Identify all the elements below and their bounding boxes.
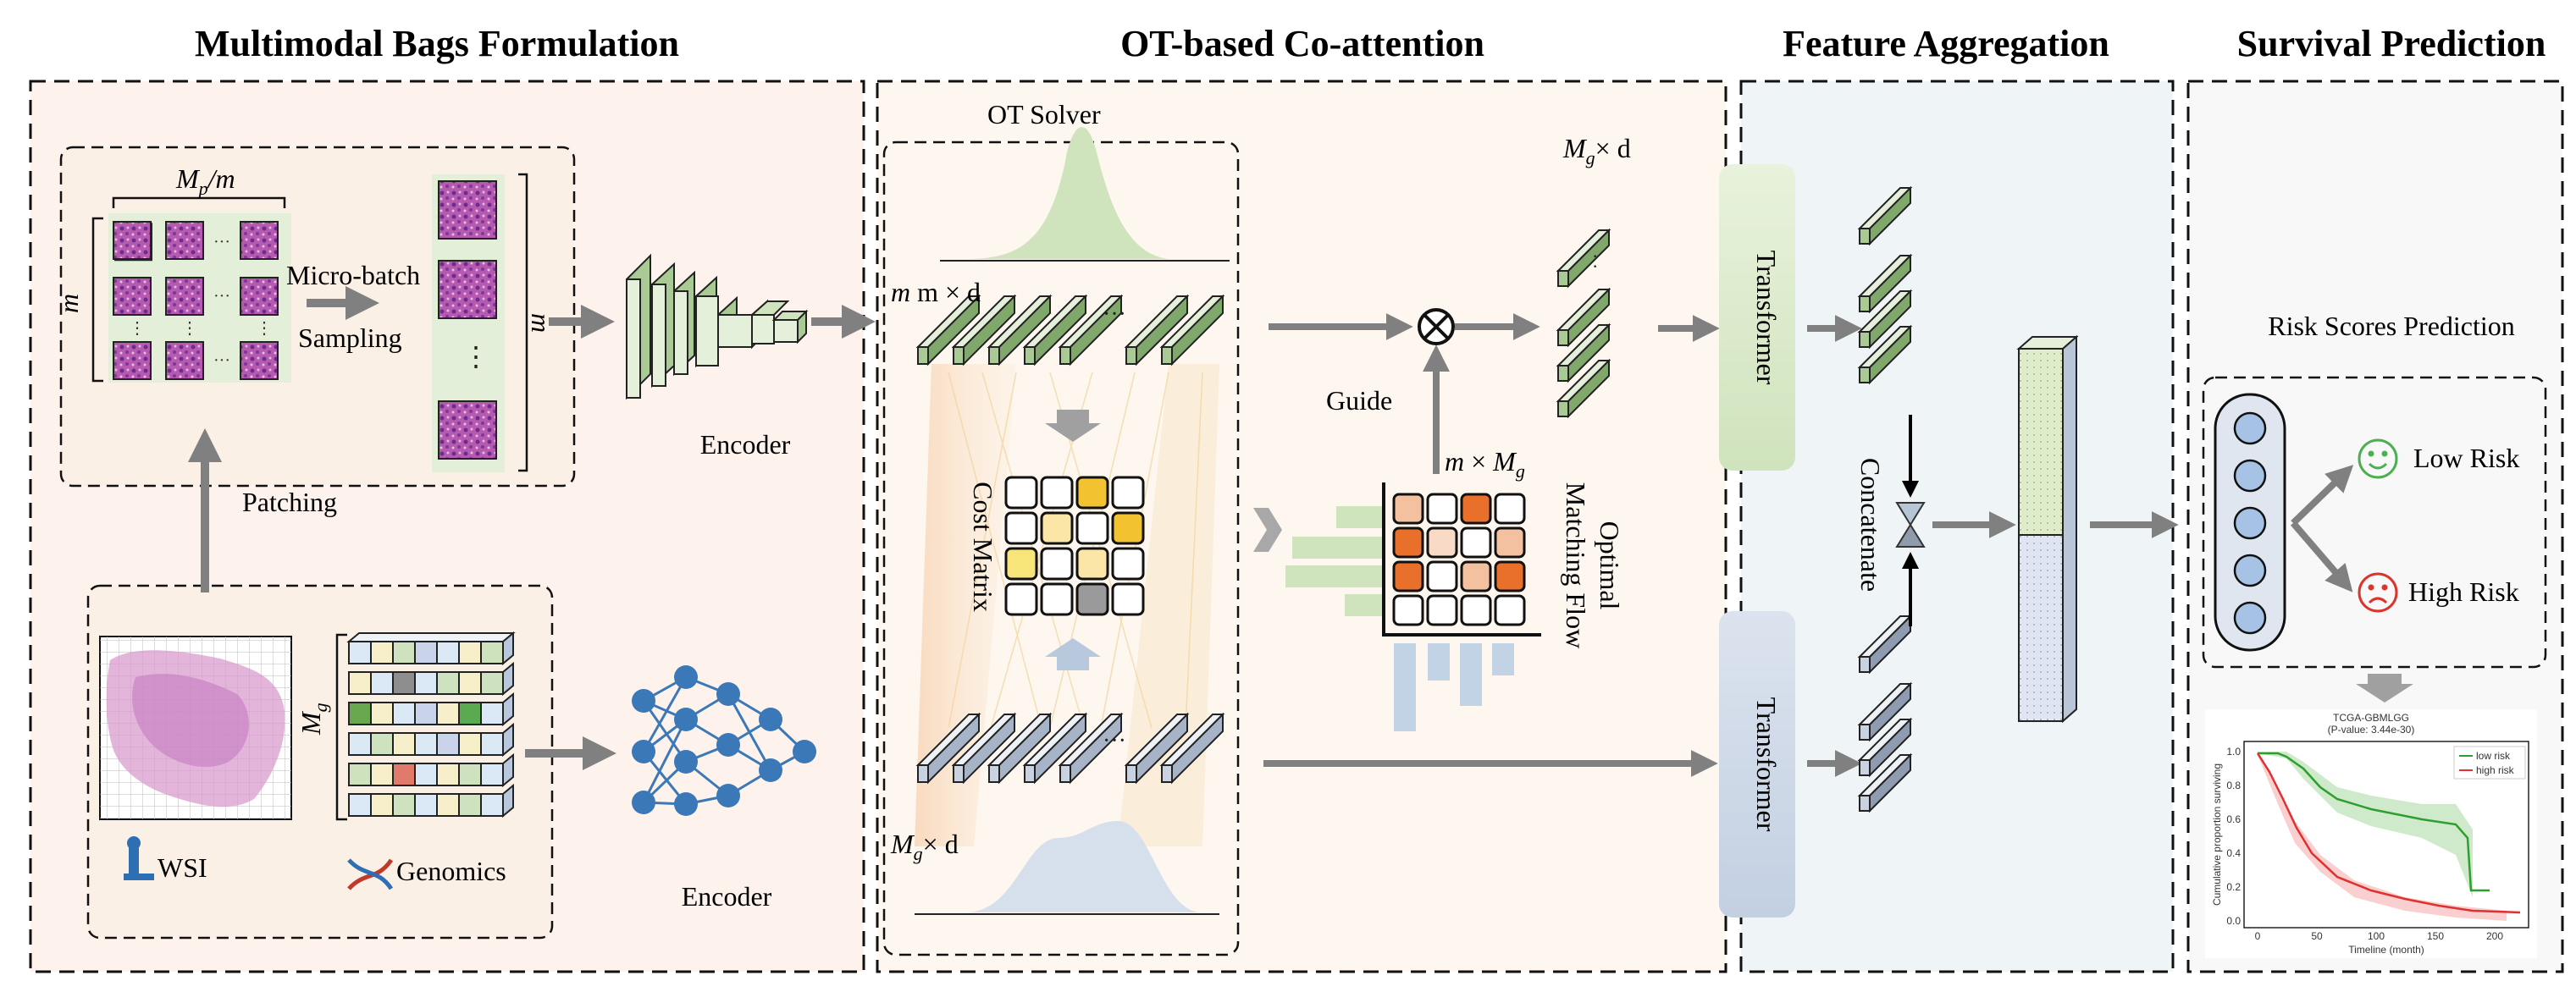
smile-icon [2358,438,2398,479]
label-mp-over-m: Mp/m [175,163,235,199]
km-xtick: 200 [2486,930,2503,942]
label-risk-scores: Risk Scores Prediction [2268,311,2515,341]
arrow-low-risk [2291,465,2354,526]
distribution-top [965,127,1169,259]
label-encoder-top: Encoder [700,429,791,460]
label-matching-flow: Matching Flow [1561,482,1591,648]
label-transformer-bottom: Transformer [1751,697,1782,832]
risk-box [2202,376,2547,669]
arrow-down-cost [1045,410,1101,442]
svg-text:·: · [1592,245,1598,267]
transformer-bottom [1719,611,1795,918]
concat-icon [1895,502,1926,548]
risk-score-neurons [2214,393,2286,652]
wsi-image [99,636,292,820]
km-plot: TCGA-GBMLGG (P-value: 3.44e-30) 1.0 0.8 … [2205,709,2537,958]
label-m-left: m [53,294,84,313]
sampled-patches: ⋮ [432,174,505,472]
svg-text:···: ··· [213,287,230,306]
label-wsi: WSI [158,852,207,883]
brace-top [112,196,286,208]
label-guide: Guide [1326,385,1392,416]
dna-icon [347,858,394,890]
km-xtick: 50 [2311,930,2323,942]
label-ot-solver: OT Solver [987,99,1101,130]
flow-axes [1382,482,1541,637]
km-xtick: 100 [2368,930,2385,942]
frown-icon [2358,572,2398,613]
brace-right [518,173,528,472]
brace-genomics [335,633,347,821]
km-ytick: 0.0 [2226,915,2241,927]
label-cost-matrix: Cost Matrix [968,482,998,612]
label-concatenate: Concatenate [1855,458,1886,592]
label-m-x-d: m m × d [891,277,981,307]
label-high-risk: High Risk [2408,576,2519,607]
snn-encoder [632,665,816,816]
label-optimal: Optimal [1595,521,1625,610]
distribution-bottom [965,821,1202,912]
transformer-top [1719,164,1795,471]
arrow-to-flow [1253,508,1282,552]
arrow-up-cost [1045,638,1101,670]
fan-left [915,364,1016,846]
label-low-risk: Low Risk [2413,443,2519,473]
section-title-survival: Survival Prediction [2237,23,2546,64]
label-transformer-top: Transformer [1751,251,1782,385]
svg-text:⋮: ⋮ [256,319,273,338]
arrow-to-km [2356,674,2413,703]
label-mg: Mg [296,703,331,736]
km-xlabel: Timeline (month) [2348,944,2424,956]
svg-text:⋮: ⋮ [129,319,146,338]
fan-right [1118,364,1219,846]
km-ytick: 0.2 [2226,881,2241,893]
section-title-aggregation: Feature Aggregation [1783,23,2109,64]
label-encoder-bottom: Encoder [682,881,772,912]
microscope-icon [124,836,154,880]
label-mg-x-d: Mg× d [890,829,959,864]
km-ytick: 1.0 [2226,746,2241,758]
brace-left [91,217,103,383]
label-sampling: Sampling [298,322,402,353]
genomics-matrix [346,631,516,818]
label-m-x-mg: m × Mg [1445,446,1525,482]
svg-text:·: · [1592,256,1598,277]
svg-text:···: ··· [1103,301,1126,328]
arrow-high-risk [2290,521,2353,592]
svg-text:···: ··· [213,233,230,251]
cost-matrix [1004,476,1145,616]
km-title: TCGA-GBMLGG [2333,712,2409,724]
section-title-ot: OT-based Co-attention [1120,23,1484,64]
label-genomics: Genomics [396,856,506,886]
km-xtick: 150 [2427,930,2444,942]
label-mg-x-d-top: Mg× d [1562,133,1631,168]
label-patching: Patching [242,487,337,517]
multiply-icon [1418,308,1455,345]
svg-text:···: ··· [1103,728,1126,754]
km-ylabel: Cumulative proportion surviving [2211,763,2223,906]
label-micro-batch: Micro-batch [286,260,420,290]
patch-grid-cells: ··· ··· ··· ⋮ ⋮ ⋮ [113,221,279,380]
cnn-encoder [626,253,809,400]
section-title-bags: Multimodal Bags Formulation [195,23,679,64]
km-legend-high: high risk [2476,764,2515,776]
km-xtick: 0 [2255,930,2261,942]
matching-flow-bars [1285,506,1514,731]
km-ytick: 0.6 [2226,813,2241,825]
km-ytick: 0.8 [2226,780,2241,791]
svg-text:···: ··· [213,351,230,370]
svg-text:⋮: ⋮ [462,341,489,372]
km-legend-low: low risk [2476,750,2511,762]
optimal-matching-matrix [1392,493,1526,626]
concatenated-vector [2016,334,2079,724]
km-subtitle: (P-value: 3.44e-30) [2328,724,2415,736]
svg-text:⋮: ⋮ [181,319,198,338]
km-ytick: 0.4 [2226,847,2241,859]
